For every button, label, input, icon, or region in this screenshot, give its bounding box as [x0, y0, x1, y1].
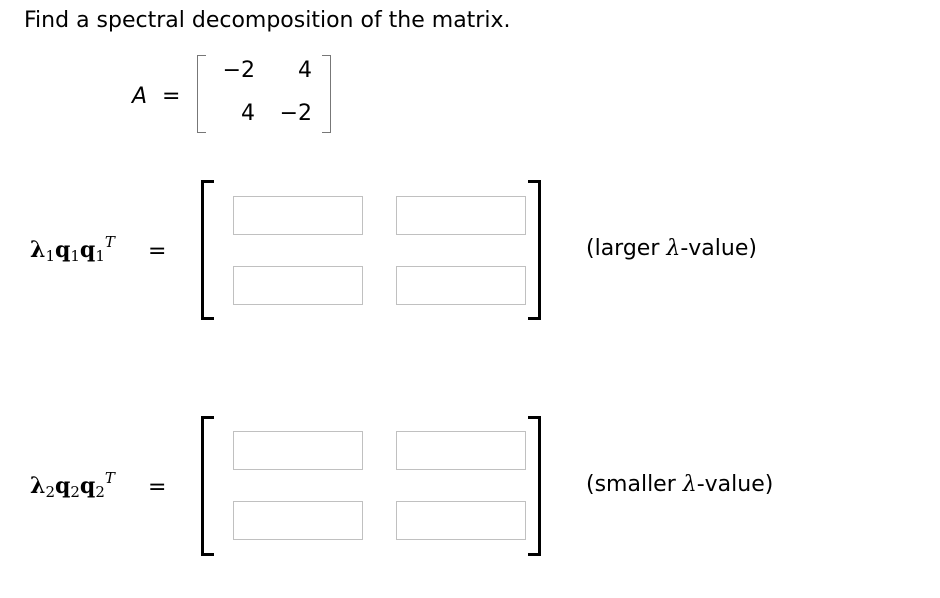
note-text: -value) [696, 472, 774, 497]
equals-sign: = [148, 239, 167, 264]
row2-cell-11-input[interactable] [233, 431, 363, 470]
note-text: (larger [586, 236, 667, 261]
row2-cell-21-input[interactable] [233, 501, 363, 540]
transpose-superscript: T [104, 469, 115, 487]
equals-sign: = [148, 475, 167, 500]
q-vector: q [54, 473, 71, 499]
row2-cell-12-input[interactable] [396, 431, 526, 470]
right-bracket [528, 416, 541, 556]
subscript: 1 [45, 247, 55, 265]
subscript: 2 [95, 483, 105, 501]
subscript: 1 [70, 247, 80, 265]
row1-cell-21-input[interactable] [233, 266, 363, 305]
matrix-a-right-bracket [322, 55, 331, 133]
row2-cell-22-input[interactable] [396, 501, 526, 540]
note-text: -value) [680, 236, 757, 261]
matrix-a-cell-12: 4 [298, 58, 312, 83]
matrix-a-label: A [132, 84, 148, 109]
q-vector: q [54, 237, 71, 263]
note-text: (smaller [586, 472, 683, 497]
subscript: 1 [95, 247, 105, 265]
left-bracket [201, 180, 214, 320]
left-bracket [201, 416, 214, 556]
smaller-lambda-note: (smaller λ-value) [586, 472, 773, 497]
matrix-a-cell-11: −2 [222, 58, 255, 83]
row1-cell-22-input[interactable] [396, 266, 526, 305]
lambda-symbol: λ [30, 237, 46, 263]
lambda-symbol: λ [666, 236, 681, 261]
lambda1-q1-q1t-expression: λ1q1q1T [30, 233, 115, 265]
q-vector: q [79, 473, 96, 499]
larger-lambda-note: (larger λ-value) [586, 236, 757, 261]
matrix-a-left-bracket [197, 55, 206, 133]
question-prompt: Find a spectral decomposition of the mat… [24, 8, 511, 33]
row1-cell-11-input[interactable] [233, 196, 363, 235]
lambda-symbol: λ [682, 472, 697, 497]
matrix-a-cell-21: 4 [241, 101, 255, 126]
lambda2-q2-q2t-expression: λ2q2q2T [30, 469, 115, 501]
matrix-a-equals: = [162, 84, 181, 109]
row1-cell-12-input[interactable] [396, 196, 526, 235]
right-bracket [528, 180, 541, 320]
transpose-superscript: T [104, 233, 115, 251]
q-vector: q [79, 237, 96, 263]
subscript: 2 [70, 483, 80, 501]
matrix-a-cell-22: −2 [279, 101, 312, 126]
subscript: 2 [45, 483, 55, 501]
lambda-symbol: λ [30, 473, 46, 499]
